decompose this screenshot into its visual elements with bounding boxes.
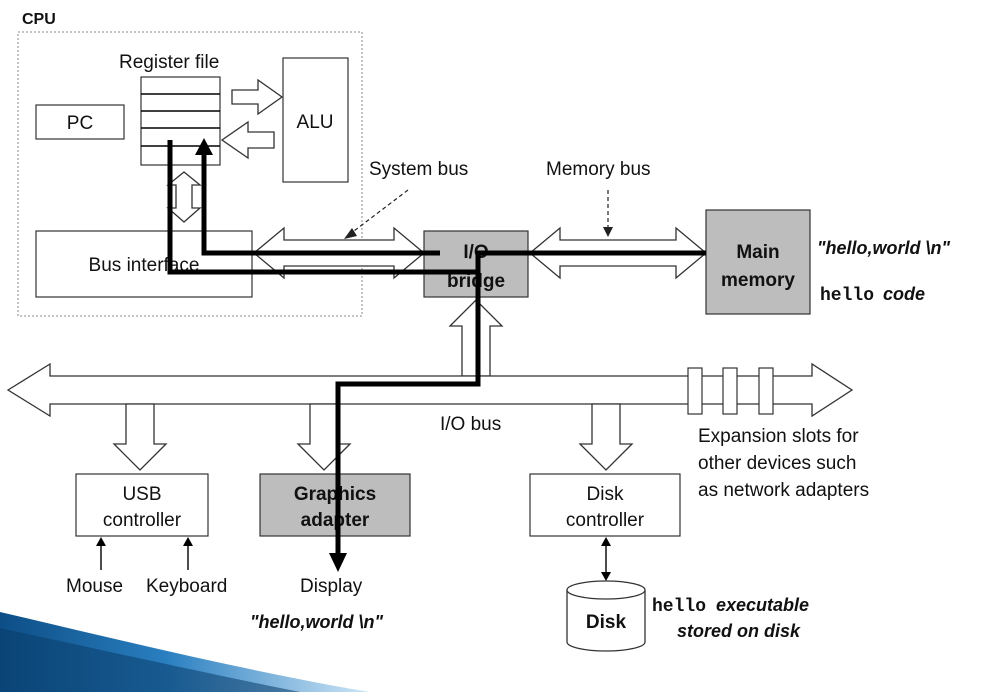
keyboard-label: Keyboard [146,576,227,597]
bus-interface-box [35,230,253,298]
expansion-line1: Expansion slots for [698,426,859,447]
disk-controller-label-line2: controller [566,510,645,531]
mouse-label: Mouse [66,576,123,597]
expansion-slots [687,367,774,415]
data-path-bridge-to-register [201,152,440,256]
register-bus-interface-arrow [166,171,202,223]
mouse-input-arrowhead [96,537,106,546]
disk-cylinder [566,580,646,652]
io-bus-to-disk-controller-arrow [578,403,634,471]
disk-controller-box [529,473,681,537]
memory-string-note: "hello,world \n" [817,238,951,258]
disk-link-arrowhead-up [601,537,611,546]
usb-label-line2: controller [103,510,182,531]
register-file-label: Register file [119,52,219,73]
usb-label-line1: USB [122,484,161,505]
register-to-alu-arrow [231,78,284,116]
alu-label: ALU [297,112,334,133]
expansion-line2: other devices such [698,453,856,474]
usb-controller-box [75,473,209,537]
main-memory-label-line1: Main [736,242,779,263]
data-path-display-arrowhead [329,553,347,572]
disk-note-text: executable [716,595,809,615]
expansion-line3: as network adapters [698,480,869,501]
disk-controller-label-line1: Disk [587,484,624,505]
memory-code-mono: hello [820,286,874,306]
io-bus-arrow [6,362,854,418]
pc-label: PC [67,113,93,134]
main-memory-label-line2: memory [721,270,795,291]
graphics-label-line2: adapter [301,510,370,531]
data-path-register-arrowhead [195,138,213,155]
io-bus-label: I/O bus [440,414,501,435]
decorative-swoosh-shadow [0,628,300,692]
graphics-adapter-box [259,473,411,537]
io-bus-to-graphics-arrow [296,403,352,471]
system-bus-pointer-head [344,228,357,239]
memory-bus-pointer-head [603,227,613,237]
keyboard-input-arrowhead [183,537,193,546]
alu-to-register-arrow [220,120,275,160]
main-memory-box [705,209,811,315]
pc-box [35,104,125,140]
system-bus-label: System bus [369,159,468,180]
system-bus-pointer [349,189,409,235]
memory-bus-label: Memory bus [546,159,651,180]
disk-note-mono: hello [652,597,706,617]
alu-box [282,57,349,183]
disk-link-arrowhead-down [601,572,611,581]
data-path-bridge-to-display [335,272,481,556]
cpu-boundary [17,31,363,317]
io-bus-to-usb-arrow [112,403,168,471]
graphics-label-line1: Graphics [294,484,376,505]
display-string-note: "hello,world \n" [250,612,384,632]
disk-note-line2: stored on disk [677,621,801,641]
memory-code-text: code [883,284,925,304]
cpu-title: CPU [22,11,56,28]
display-label: Display [300,576,363,597]
disk-label: Disk [586,612,627,633]
